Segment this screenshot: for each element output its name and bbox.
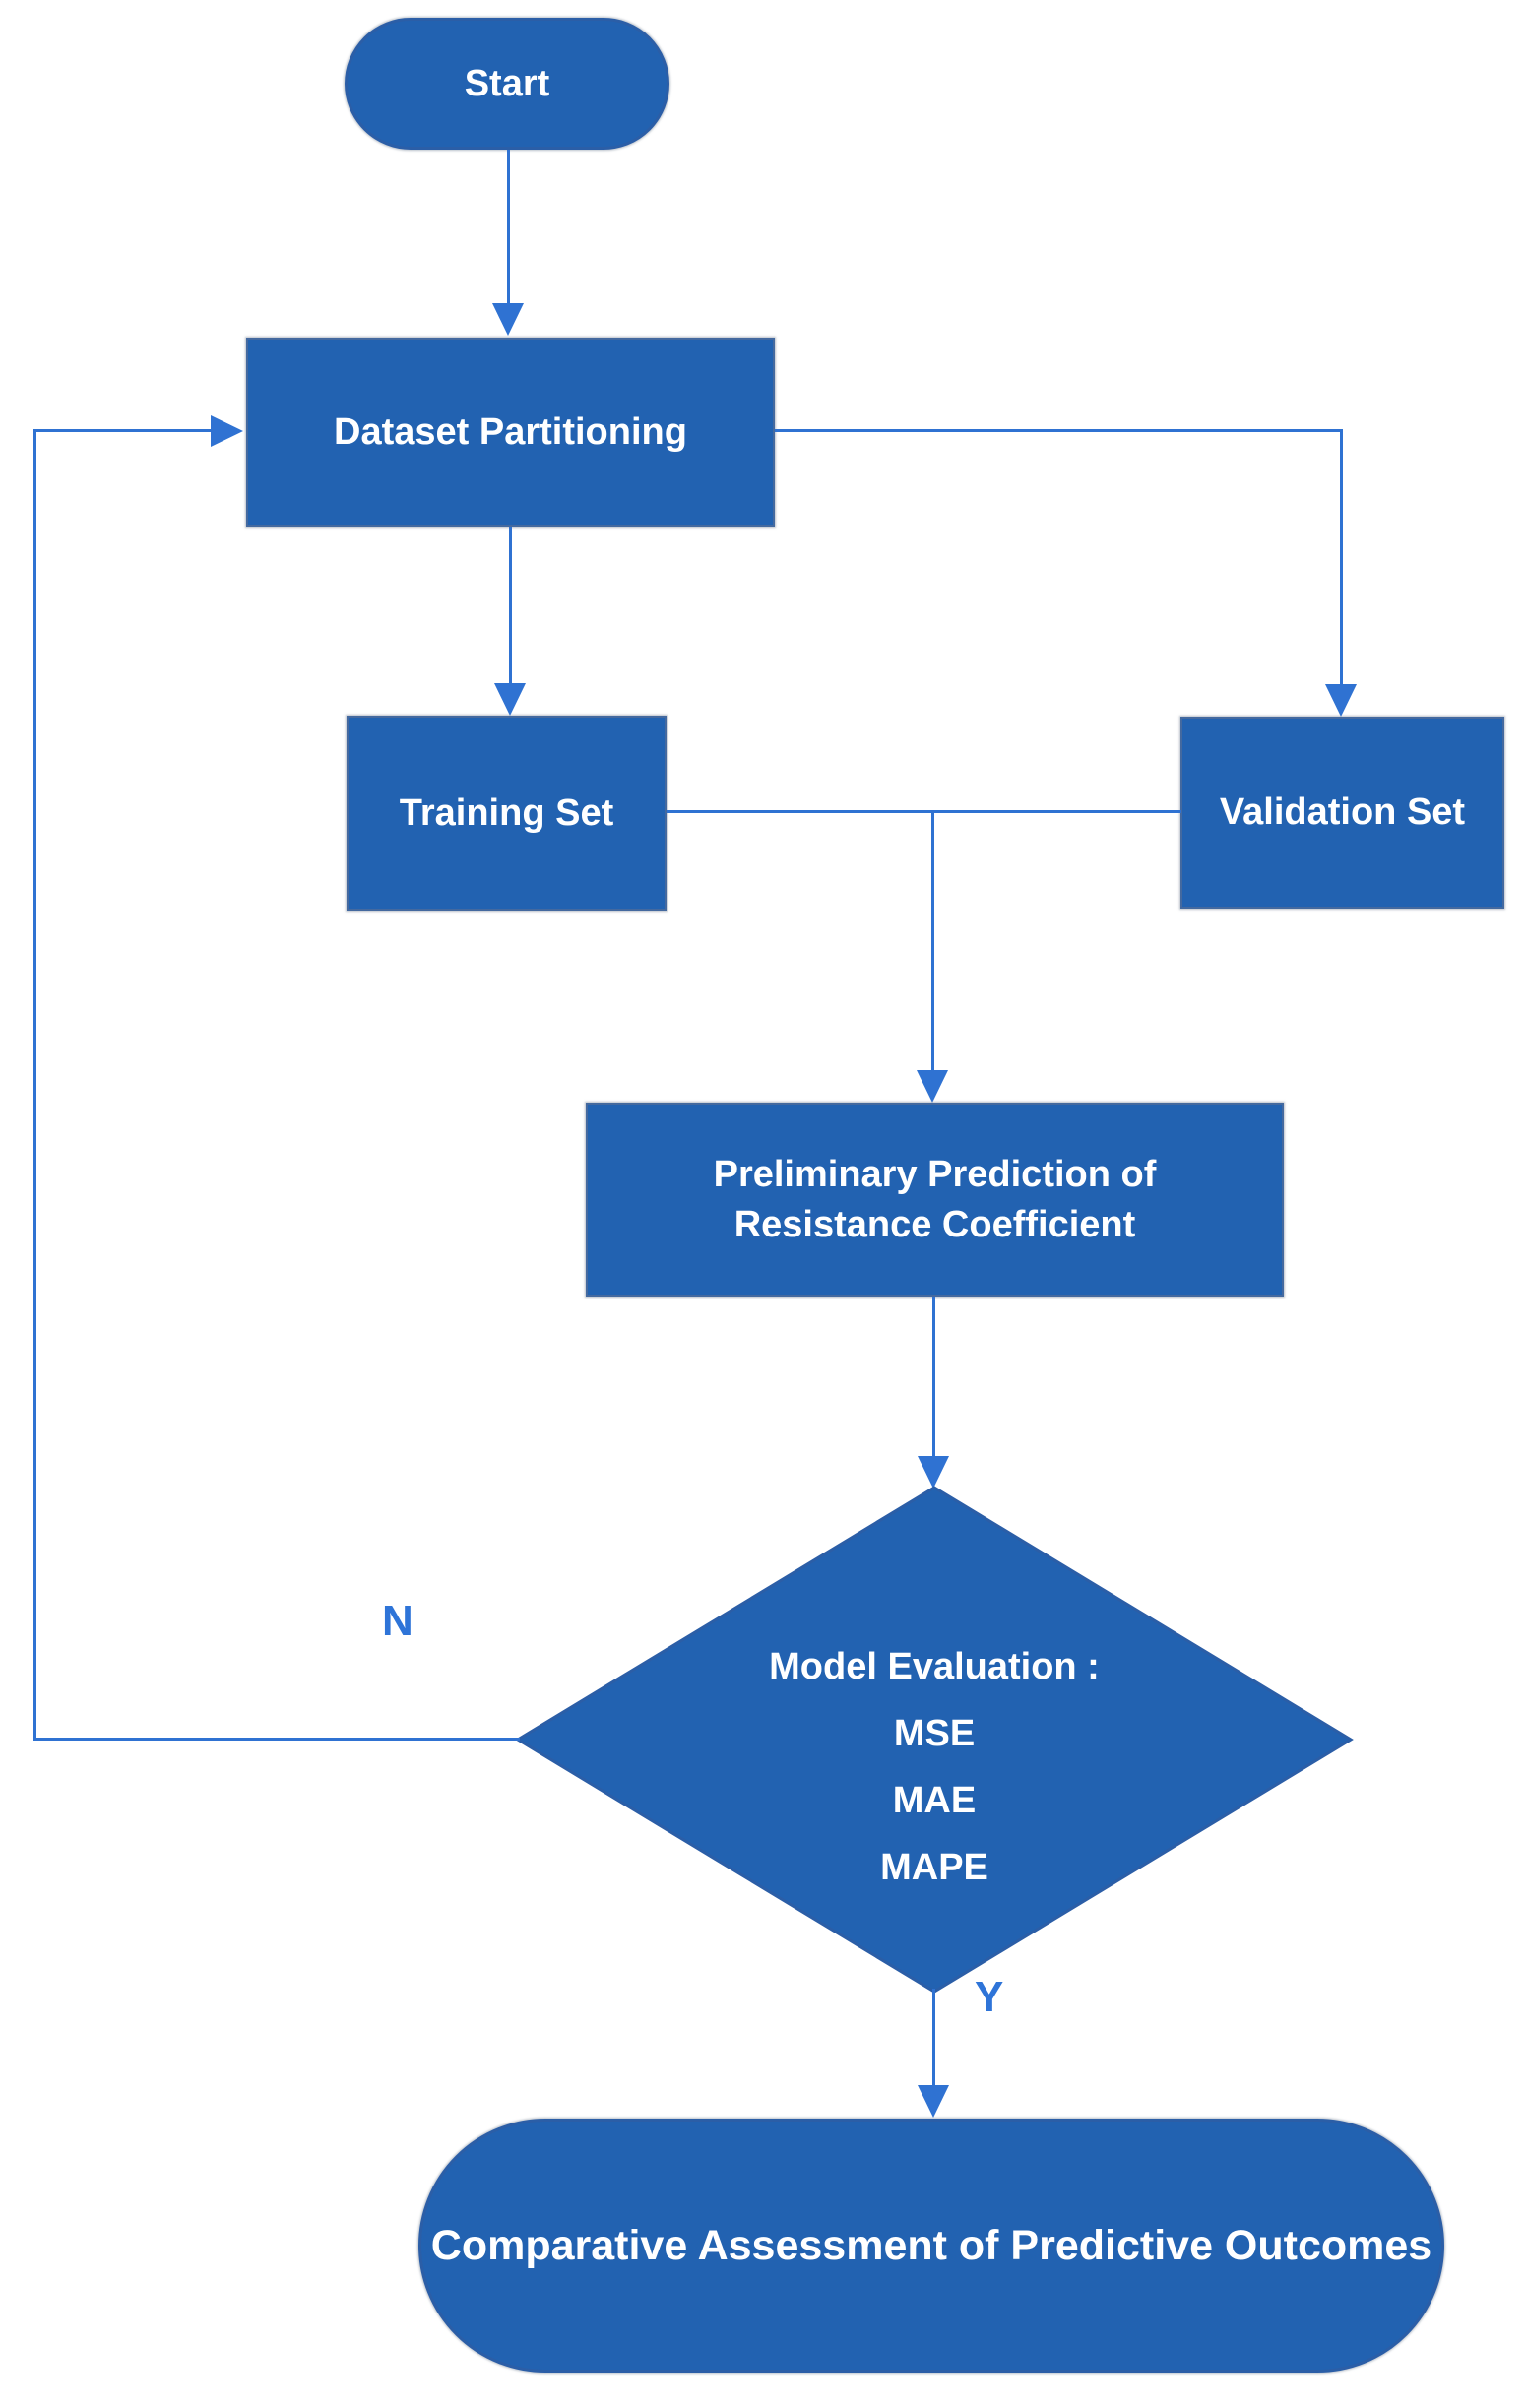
node-validation-set-label: Validation Set — [1219, 792, 1466, 834]
node-start-label: Start — [464, 62, 550, 104]
arrow-down-icon — [917, 1070, 948, 1103]
edge-prelim-to-decision-line — [932, 1297, 935, 1457]
prelim-label-line1: Preliminary Prediction of — [713, 1154, 1157, 1196]
node-training-set-label: Training Set — [399, 792, 614, 834]
edge-no-loop-vline — [33, 429, 36, 1741]
arrow-down-icon — [494, 683, 526, 716]
arrow-down-icon — [1325, 684, 1357, 717]
arrow-down-icon — [918, 1456, 949, 1489]
model-evaluation-metric-mse: MSE — [893, 1713, 976, 1754]
node-comparative-assessment-label: Comparative Assessment of Predictive Out… — [430, 2221, 1432, 2269]
edge-sets-connector-hline — [667, 810, 1181, 813]
edge-start-to-dataset-line — [507, 150, 510, 304]
edge-dataset-to-training-line — [509, 527, 512, 684]
edge-label-no: N — [382, 1597, 413, 1645]
node-dataset-partitioning: Dataset Partitioning — [246, 338, 775, 527]
arrow-right-icon — [211, 415, 243, 447]
node-dataset-partitioning-label: Dataset Partitioning — [334, 411, 687, 453]
model-evaluation-metric-mape: MAPE — [880, 1847, 988, 1888]
node-preliminary-prediction: Preliminary Prediction of Resistance Coe… — [586, 1103, 1284, 1297]
model-evaluation-title: Model Evaluation : — [769, 1646, 1100, 1687]
node-comparative-assessment: Comparative Assessment of Predictive Out… — [418, 2119, 1444, 2373]
edge-dataset-to-validation-hline — [775, 429, 1343, 432]
edge-no-loop-top-hline — [33, 429, 213, 432]
edge-no-loop-bottom-hline — [35, 1738, 520, 1741]
node-preliminary-prediction-label: Preliminary Prediction of Resistance Coe… — [714, 1150, 1157, 1248]
edge-dataset-to-validation-vline — [1340, 429, 1343, 685]
node-validation-set: Validation Set — [1180, 717, 1504, 909]
edge-label-yes: Y — [975, 1973, 1004, 2021]
node-model-evaluation-text: Model Evaluation : MSE MAE MAPE — [639, 1514, 1230, 2020]
node-training-set: Training Set — [347, 716, 667, 911]
node-start: Start — [345, 18, 669, 150]
prelim-label-line2: Resistance Coefficient — [733, 1203, 1136, 1245]
arrow-down-icon — [492, 303, 524, 336]
model-evaluation-metric-mae: MAE — [892, 1780, 977, 1821]
edge-yes-line — [932, 1989, 935, 2087]
arrow-down-icon — [918, 2085, 949, 2118]
edge-sets-to-prelim-vline — [931, 810, 934, 1071]
